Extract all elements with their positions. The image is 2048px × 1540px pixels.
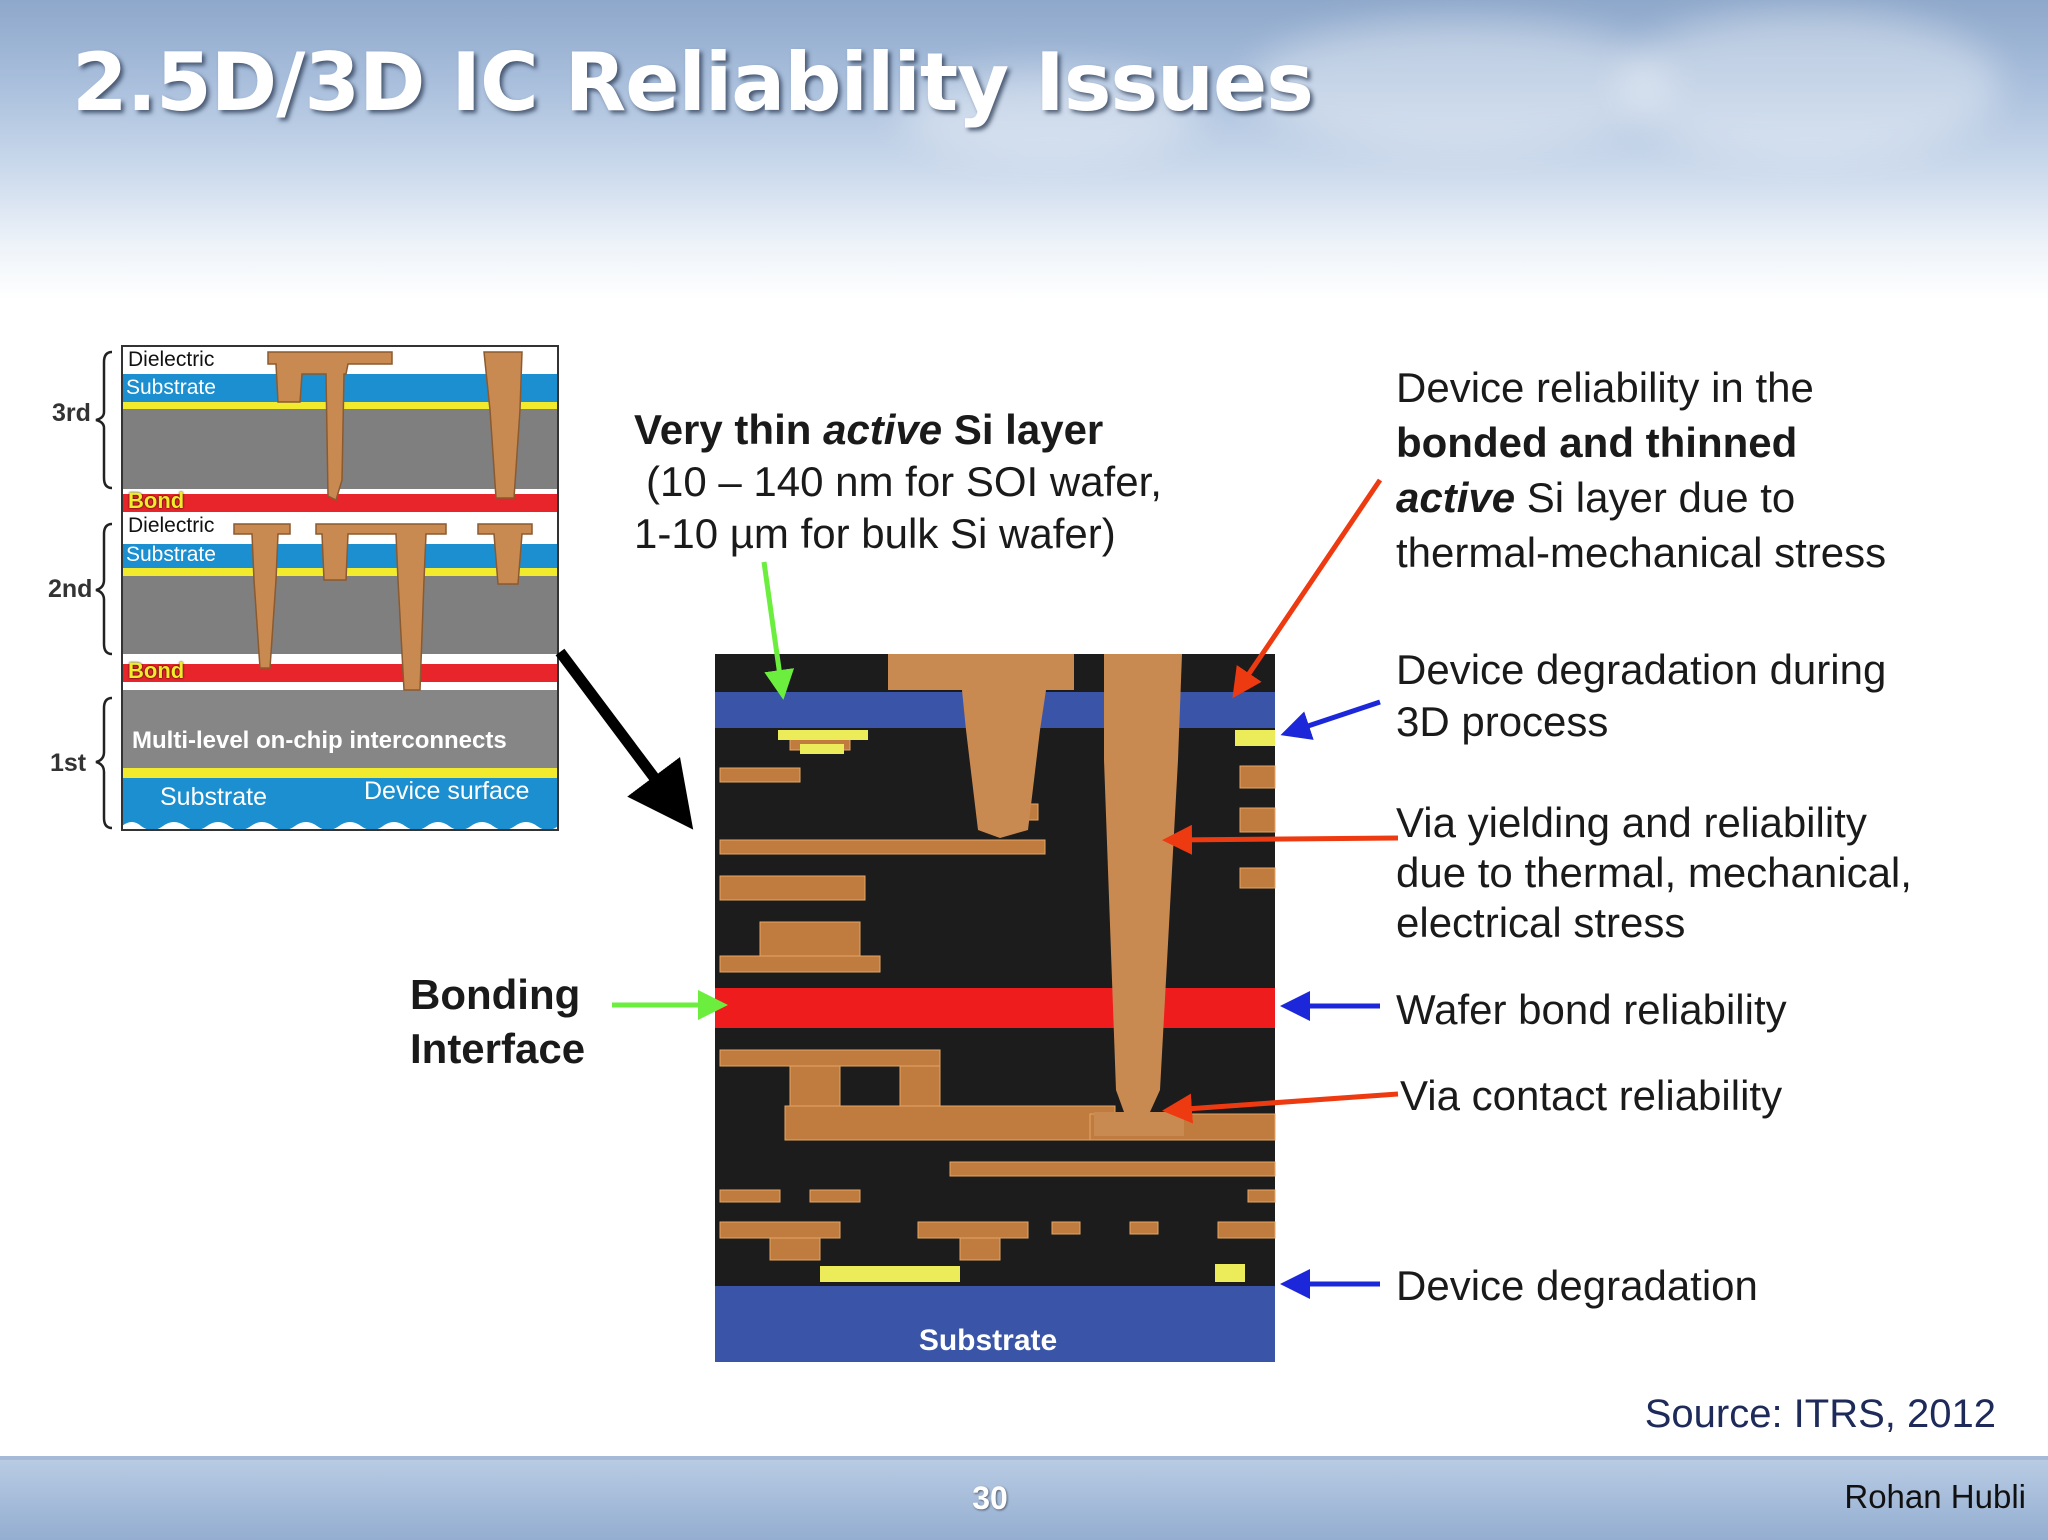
stack-diagram — [95, 345, 559, 831]
slide-title: 2.5D/3D IC Reliability Issues — [72, 36, 1314, 129]
via-yielding-annotation: Via yielding and reliability due to ther… — [1396, 798, 1912, 948]
thin-si-line3: 1-10 µm for bulk Si wafer) — [634, 510, 1116, 557]
bond-label-2nd: Bond — [128, 658, 185, 683]
cross-section-substrate-label: Substrate — [919, 1324, 1057, 1357]
via-yielding-arrow — [1162, 824, 1399, 855]
bond-label-3rd: Bond — [128, 488, 185, 513]
device-degradation-annotation: Device degradation — [1396, 1262, 1758, 1309]
thin-si-arrow — [761, 561, 795, 700]
footer-bar — [0, 1456, 2048, 1540]
thin-si-annotation: Very thin active Si layer (10 – 140 nm f… — [634, 404, 1162, 560]
device-reliability-line3-post: Si layer due to — [1515, 474, 1796, 521]
source-citation: Source: ITRS, 2012 — [1644, 1392, 1996, 1436]
wafer-bond-annotation: Wafer bond reliability — [1396, 986, 1787, 1033]
via-yielding-line1: Via yielding and reliability — [1396, 799, 1867, 846]
tier-label-3rd: 3rd — [52, 399, 91, 427]
via-yielding-line3: electrical stress — [1396, 899, 1686, 946]
bonding-line1: Bonding — [410, 971, 581, 1018]
cross-section-diagram: Substrate — [715, 654, 1276, 1362]
interconnects-label: Multi-level on-chip interconnects — [132, 727, 507, 754]
device-reliability-line3-em: active — [1396, 474, 1516, 521]
tier-label-2nd: 2nd — [48, 575, 93, 603]
device-reliability-line1: Device reliability in the — [1396, 364, 1814, 411]
header-background — [0, 0, 2048, 300]
author-name: Rohan Hubli — [1844, 1478, 2026, 1515]
device-degradation-3d-annotation: Device degradation during 3D process — [1396, 644, 1886, 748]
via-contact-annotation: Via contact reliability — [1400, 1072, 1783, 1119]
via-yielding-line2: due to thermal, mechanical, — [1396, 849, 1912, 896]
dielectric-label-2nd: Dielectric — [128, 514, 215, 537]
device-degradation-3d-line1: Device degradation during — [1396, 646, 1887, 693]
zoom-arrow — [555, 648, 694, 830]
bonding-interface-annotation: Bonding Interface — [410, 968, 585, 1076]
thin-si-line2: (10 – 140 nm for SOI wafer, — [646, 458, 1162, 505]
device-reliability-annotation: Device reliability in the bonded and thi… — [1396, 360, 1886, 580]
device-degradation-3d-line2: 3D process — [1396, 698, 1609, 745]
tier-label-1st: 1st — [50, 749, 87, 777]
substrate-label-2nd: Substrate — [126, 543, 216, 566]
substrate-label-3rd: Substrate — [126, 376, 216, 399]
bottom-substrate-label: Substrate — [160, 783, 268, 811]
thin-si-line1-pre: Very thin — [634, 406, 824, 453]
page-number: 30 — [972, 1480, 1008, 1516]
device-surface-label: Device surface — [364, 777, 530, 805]
device-reliability-arrow — [1232, 478, 1383, 699]
device-reliability-line2: bonded and thinned — [1396, 419, 1798, 466]
device-reliability-line4: thermal-mechanical stress — [1396, 529, 1887, 576]
dielectric-label-3rd: Dielectric — [128, 348, 215, 371]
thin-si-line1-em: active — [823, 406, 943, 453]
device-degradation-3d-arrow — [1280, 699, 1381, 740]
bonding-line2: Interface — [410, 1025, 586, 1072]
via-contact-arrow — [1162, 1091, 1399, 1124]
thin-si-line1-post: Si layer — [942, 406, 1104, 453]
